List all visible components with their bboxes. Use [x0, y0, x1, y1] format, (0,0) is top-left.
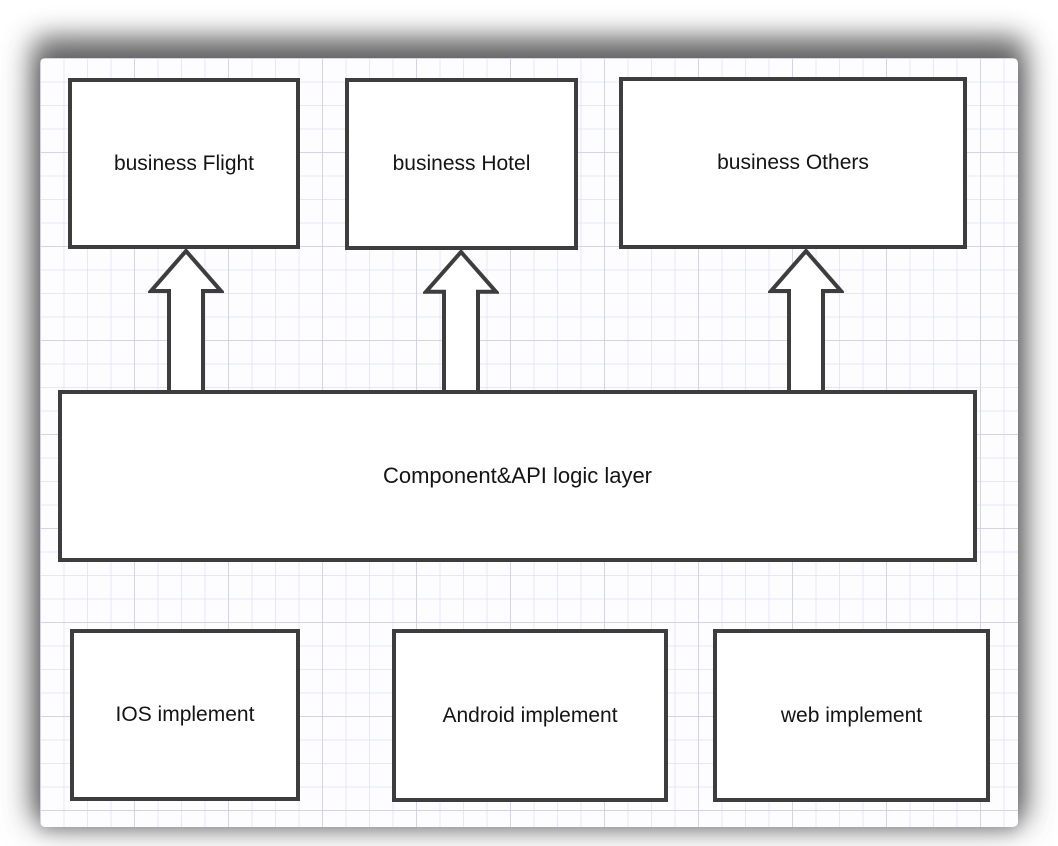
node-business-flight-label: business Flight: [113, 151, 255, 175]
node-web-implement: web implement: [713, 629, 990, 802]
node-android-implement: Android implement: [392, 629, 668, 802]
node-business-flight: business Flight: [68, 78, 300, 249]
grid-paper: business Flight business Hotel business …: [40, 58, 1018, 827]
node-android-implement-label: Android implement: [442, 703, 618, 727]
up-arrow-icon: [148, 249, 224, 394]
node-ios-implement-label: IOS implement: [115, 703, 255, 727]
up-arrow-to-business-hotel: [423, 250, 499, 394]
node-ios-implement: IOS implement: [70, 629, 300, 801]
node-business-others-label: business Others: [717, 151, 869, 175]
node-web-implement-label: web implement: [780, 703, 923, 727]
up-arrow-to-business-flight: [148, 249, 224, 394]
node-logic-layer-label: Component&API logic layer: [382, 462, 653, 488]
node-business-hotel: business Hotel: [345, 78, 578, 250]
up-arrow-icon: [768, 249, 844, 394]
node-business-others: business Others: [619, 77, 967, 249]
up-arrow-to-business-others: [768, 249, 844, 394]
node-logic-layer: Component&API logic layer: [58, 390, 977, 562]
node-business-hotel-label: business Hotel: [392, 152, 531, 176]
up-arrow-icon: [423, 250, 499, 394]
